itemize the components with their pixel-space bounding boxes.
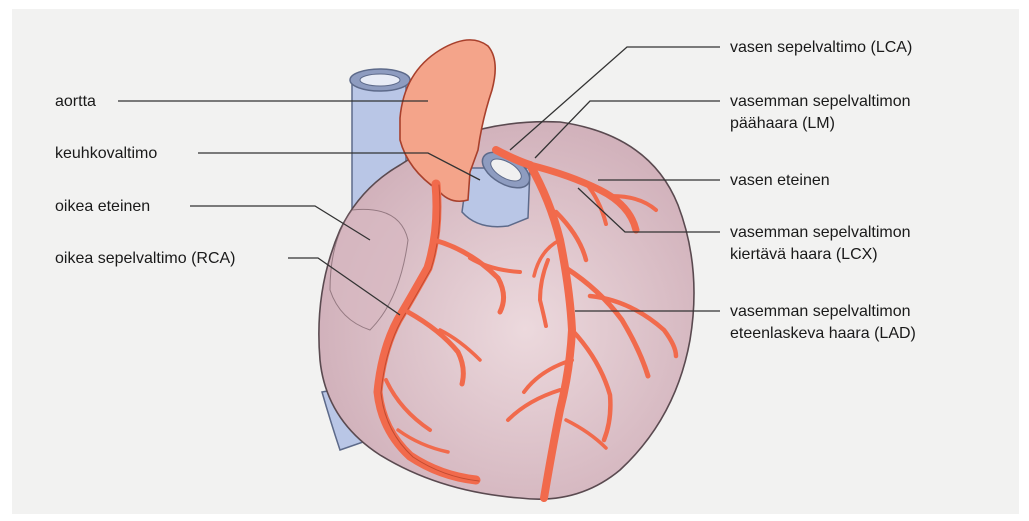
- label-left-atrium: vasen eteinen: [730, 170, 830, 191]
- label-lm-line2: päähaara (LM): [730, 113, 835, 134]
- label-aorta: aortta: [55, 91, 96, 112]
- label-right-atrium: oikea eteinen: [55, 196, 150, 217]
- label-lcx-line1: vasemman sepelvaltimon: [730, 222, 911, 243]
- label-lad-line2: eteenlaskeva haara (LAD): [730, 323, 916, 344]
- label-lad-line1: vasemman sepelvaltimon: [730, 301, 911, 322]
- label-pulmonary-artery: keuhkovaltimo: [55, 143, 157, 164]
- label-lca: vasen sepelvaltimo (LCA): [730, 37, 912, 58]
- label-rca: oikea sepelvaltimo (RCA): [55, 248, 236, 269]
- label-lm-line1: vasemman sepelvaltimon: [730, 91, 911, 112]
- label-lcx-line2: kiertävä haara (LCX): [730, 244, 878, 265]
